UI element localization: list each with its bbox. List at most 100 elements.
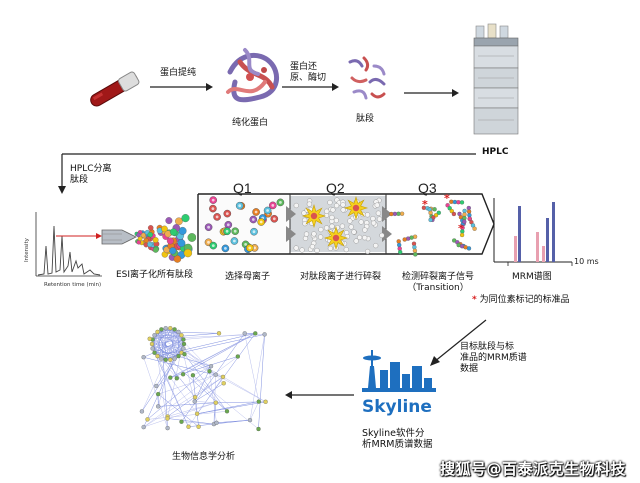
label-detect-fragments-line1: 检测碎裂离子信号: [401, 272, 474, 282]
network-node: [172, 356, 177, 361]
watermark-text: 搜狐号@百泰派克生物科技: [440, 460, 627, 478]
network-node: [155, 329, 160, 335]
collision-gas-molecule: [340, 202, 346, 208]
ion-particle: [183, 248, 193, 258]
ion-highlight: [244, 243, 247, 246]
label-detect-fragments-line2: （Transition）: [407, 283, 469, 293]
network-edge: [151, 329, 175, 345]
ion-particle: [173, 255, 182, 263]
network-edge: [181, 334, 265, 353]
ion-particle: [169, 228, 178, 236]
collision-gas-molecule: [365, 248, 371, 255]
collision-gas-molecule: [327, 245, 334, 252]
network-node: [224, 409, 230, 414]
network-edge: [213, 374, 216, 425]
fragment-ion: [399, 211, 405, 216]
ion-particle: [165, 217, 173, 225]
fragment-ion: [412, 248, 418, 253]
network-edge: [156, 358, 175, 387]
collision-gas-molecule: [379, 232, 385, 239]
network-edge: [258, 334, 265, 429]
network-edge: [158, 402, 216, 407]
network-edge: [170, 377, 198, 414]
chromatogram-x-label: Retention time (min): [44, 282, 101, 288]
network-edge: [194, 401, 216, 403]
network-node: [247, 417, 253, 423]
label-detect-fragments: 检测碎裂离子信号 （Transition）: [388, 272, 488, 294]
ion-highlight: [251, 218, 255, 221]
label-mrm-spectrum: MRM谱图: [512, 272, 552, 282]
network-node: [220, 374, 226, 380]
arrow-tube-to-protein: [150, 83, 213, 91]
label-skyline-analysis-line1: Skyline软件分: [362, 428, 425, 439]
network-edge: [151, 339, 184, 345]
label-bioinformatics: 生物信息学分析: [172, 452, 236, 462]
mrm-peak: [546, 218, 549, 262]
mrm-peak: [536, 232, 539, 262]
network-node: [213, 400, 218, 405]
ion-highlight: [211, 198, 215, 202]
label-select-parent-ion: 选择母离子: [225, 272, 271, 282]
collision-gas-molecule: [303, 231, 310, 237]
bioinformatics-network: [139, 326, 268, 432]
network-edge: [184, 354, 228, 412]
fragment-ion: [392, 211, 398, 217]
network-edge: [165, 328, 185, 345]
collision-gas-molecule: [311, 231, 317, 237]
fragmenting-ion: [332, 234, 340, 242]
network-node: [256, 426, 261, 432]
ion-particle: [147, 241, 153, 248]
fragment-ion: [467, 216, 472, 221]
network-node: [179, 333, 184, 338]
network-node: [163, 326, 168, 331]
arrow-protein-to-peptide: [282, 83, 339, 91]
fragmenting-ion: [310, 212, 318, 220]
ion-highlight: [211, 207, 215, 210]
fragment-ion: [428, 210, 433, 216]
network-edge: [161, 358, 177, 379]
ion-highlight: [207, 240, 210, 244]
mrm-spectrum-plot: 10 ms: [493, 198, 599, 266]
network-node: [150, 346, 155, 351]
network-edge: [181, 333, 245, 422]
network-node: [194, 411, 200, 416]
network-edge: [170, 359, 228, 412]
quadrupole-q3-label: Q3: [418, 180, 437, 196]
ion-highlight: [266, 209, 269, 212]
arrow-mrm-to-skyline: [430, 319, 487, 366]
collision-gas-molecule: [306, 201, 313, 207]
collision-gas-molecule: [343, 246, 349, 253]
collision-gas-molecule: [362, 227, 368, 233]
network-node: [192, 399, 197, 404]
network-edge: [170, 356, 238, 378]
ion-highlight: [224, 247, 227, 250]
network-node: [253, 331, 258, 336]
network-node: [168, 326, 173, 331]
network-edge: [161, 329, 210, 372]
network-edge: [143, 339, 184, 358]
ion-particle: [152, 237, 159, 243]
fragment-ion: [428, 217, 433, 223]
collision-gas-molecule: [339, 223, 346, 229]
network-edge: [161, 329, 179, 333]
collision-gas-molecule: [327, 199, 333, 206]
collision-gas-molecule: [317, 234, 324, 240]
fragment-ion: [432, 207, 437, 212]
network-edge: [147, 411, 228, 420]
collision-gas-molecule: [324, 208, 330, 214]
network-node: [147, 336, 152, 341]
network-node: [154, 383, 159, 389]
label-mrm-data-line3: 数据: [460, 364, 479, 374]
collision-gas-molecule: [333, 217, 339, 224]
network-edge: [154, 335, 212, 367]
ion-highlight: [253, 246, 256, 250]
network-node: [179, 419, 184, 424]
ion-highlight: [225, 212, 229, 215]
network-node: [207, 369, 212, 374]
collision-gas-molecule: [371, 220, 377, 226]
ion-particle: [140, 232, 146, 238]
ion-highlight: [252, 230, 256, 234]
network-node: [168, 375, 173, 380]
network-node: [152, 333, 157, 338]
ion-highlight: [238, 204, 242, 208]
